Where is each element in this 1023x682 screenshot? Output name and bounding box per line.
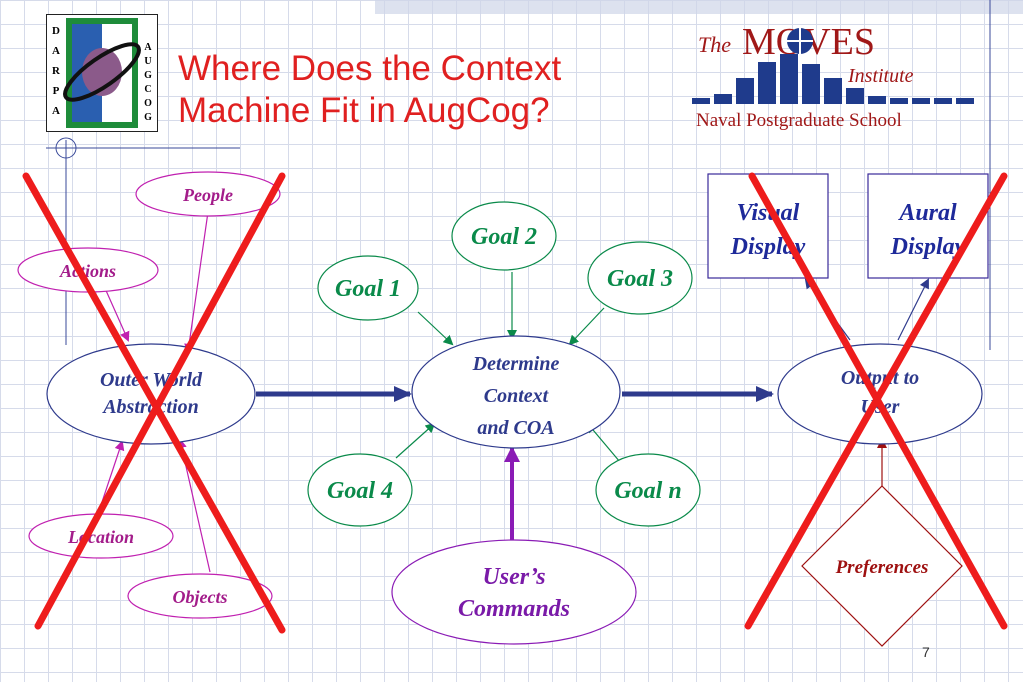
goal-2-node: Goal 2 xyxy=(451,201,557,271)
augcog-letter-u: U xyxy=(144,56,151,67)
center-line2: Context xyxy=(484,385,550,407)
determine-context-node: Determine Context and COA xyxy=(411,335,621,449)
darpa-letter-a: A xyxy=(52,45,60,57)
aural-display-node: Aural Display xyxy=(867,173,989,279)
title-line-1: Where Does the Context xyxy=(178,49,562,88)
top-decor-bar xyxy=(375,0,1023,14)
augcog-letter-c: C xyxy=(144,84,151,95)
goal1-arrow xyxy=(417,311,454,346)
augcog-letter-g2: G xyxy=(144,112,152,123)
preferences-node: Preferences xyxy=(801,485,963,647)
outer-world-line1: Outer World xyxy=(100,369,203,391)
page-number: 7 xyxy=(922,644,930,660)
visual-display-node: Visual Display xyxy=(707,173,829,279)
right-red-x xyxy=(744,172,1008,630)
center-line1: Determine xyxy=(472,353,560,375)
objects-label: Objects xyxy=(173,587,228,607)
aural-display-line2: Display xyxy=(890,234,966,260)
darpa-letter-a2: A xyxy=(52,105,60,117)
aural-display-line1: Aural xyxy=(897,200,957,226)
naval-postgraduate-school: Naval Postgraduate School xyxy=(696,110,902,131)
preferences-label: Preferences xyxy=(835,557,929,578)
goal-n-label: Goal n xyxy=(614,478,681,504)
left-red-x xyxy=(22,172,286,634)
darpa-letter-d: D xyxy=(52,25,60,37)
location-node: Location xyxy=(28,513,174,559)
commands-line2: Commands xyxy=(458,596,570,622)
goal3-arrow xyxy=(568,307,605,346)
darpa-letter-r: R xyxy=(52,65,61,77)
slide-title: Where Does the Context Machine Fit in Au… xyxy=(178,48,658,132)
people-node: People xyxy=(135,171,281,217)
moves-institute-logo: The MOVES Institute Naval Postgraduate S… xyxy=(690,14,990,134)
output-to-aural-arrow xyxy=(897,278,929,341)
outer-world-line2: Abstraction xyxy=(101,396,199,418)
goal-2-label: Goal 2 xyxy=(471,224,537,250)
title-line-2: Machine Fit in AugCog? xyxy=(178,91,550,130)
goal-3-node: Goal 3 xyxy=(587,241,693,315)
center-line3: and COA xyxy=(477,417,554,439)
objects-node: Objects xyxy=(127,573,273,619)
goal-1-node: Goal 1 xyxy=(317,255,419,321)
goal-n-node: Goal n xyxy=(595,453,701,527)
actions-arrow xyxy=(103,285,130,342)
people-label: People xyxy=(182,185,233,205)
location-label: Location xyxy=(67,527,134,547)
commands-line1: User’s xyxy=(482,564,545,590)
goal-1-label: Goal 1 xyxy=(335,276,401,302)
darpa-letter-p: P xyxy=(53,85,60,97)
goal-4-label: Goal 4 xyxy=(327,478,393,504)
decor-crosshair xyxy=(55,137,77,159)
augcog-letter-a: A xyxy=(144,42,152,53)
moves-bar-graphic xyxy=(692,54,974,104)
people-arrow xyxy=(184,211,209,354)
moves-the: The xyxy=(698,32,731,57)
goal-3-label: Goal 3 xyxy=(607,266,673,292)
augcog-letter-g: G xyxy=(144,70,152,81)
users-commands-node: User’s Commands xyxy=(391,539,637,645)
goal-4-node: Goal 4 xyxy=(307,453,413,527)
augcog-letter-o: O xyxy=(144,98,152,109)
moves-institute-text: Institute xyxy=(847,65,914,87)
output-line1: Output to xyxy=(841,367,919,389)
goaln-arrow xyxy=(586,422,621,463)
goal4-arrow xyxy=(395,422,436,459)
